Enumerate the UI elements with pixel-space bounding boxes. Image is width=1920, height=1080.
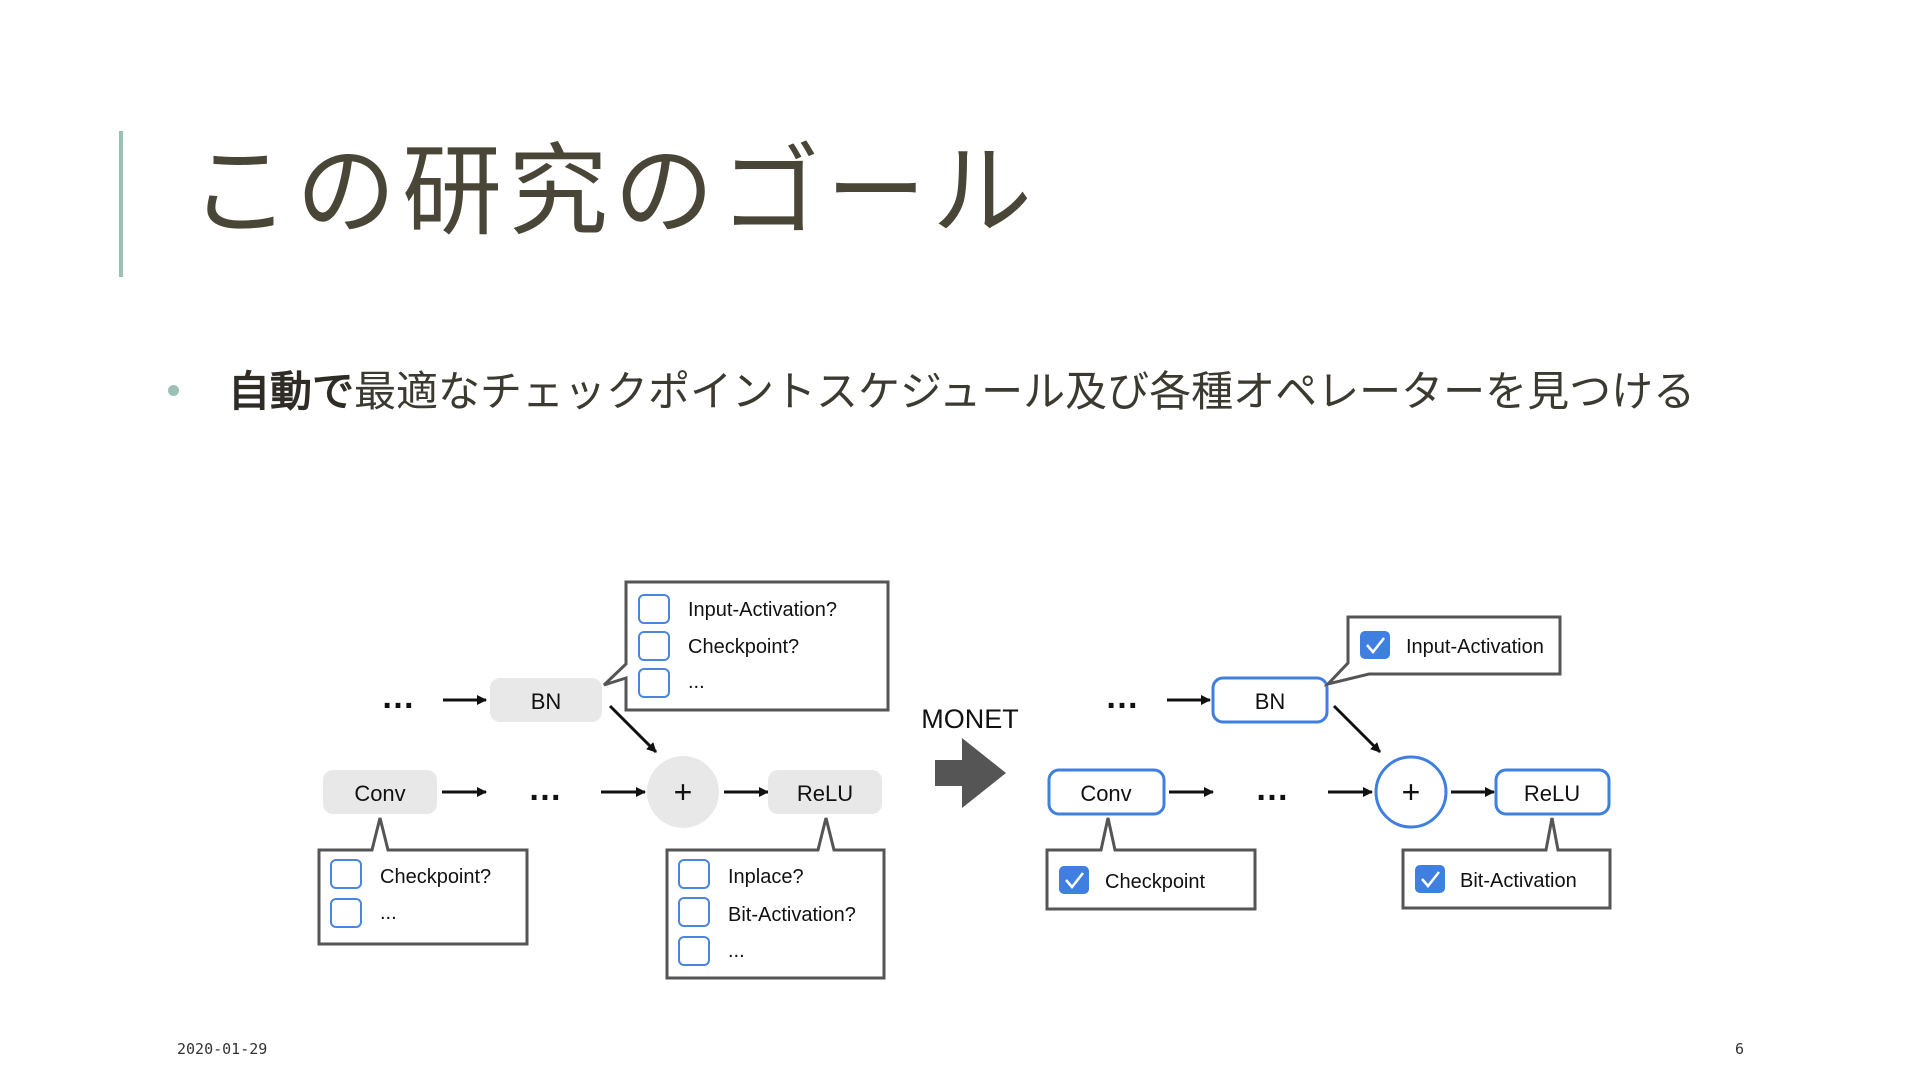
left-relu-checkbox-3[interactable] <box>678 936 710 966</box>
left-arrow-bn-to-plus <box>608 704 658 754</box>
left-bn-option-2: Checkpoint? <box>688 636 799 658</box>
left-plus-label: + <box>674 774 693 810</box>
left-relu-node <box>768 770 882 814</box>
right-ellipsis-bn: … <box>1105 678 1139 716</box>
left-bn-option-1: Input-Activation? <box>688 599 837 621</box>
right-conv-label: Conv <box>1080 781 1131 806</box>
footer-date: 2020-01-29 <box>177 1040 268 1058</box>
bullet-bold-text: 自動で <box>228 367 355 416</box>
title-accent-bar <box>119 131 123 277</box>
left-bn-label: BN <box>531 689 562 714</box>
left-conv-checkbox-2[interactable] <box>330 898 362 928</box>
bullet-item: 自動で最適なチェックポイントスケジュール及び各種オペレーターを見つける <box>168 365 1698 419</box>
left-conv-option-2: ... <box>380 902 397 924</box>
left-bn-checkbox-3[interactable] <box>638 668 670 698</box>
left-bn-option-3: ... <box>688 671 705 693</box>
left-relu-option-3: ... <box>728 940 745 962</box>
left-conv-node <box>323 770 437 814</box>
right-bn-checkbox[interactable] <box>1360 631 1390 659</box>
left-conv-callout <box>317 817 529 946</box>
monet-arrow-icon <box>935 738 1006 808</box>
right-relu-check-icon <box>1421 871 1440 888</box>
right-bn-check-icon <box>1366 637 1385 654</box>
right-conv-checkbox[interactable] <box>1059 866 1089 894</box>
right-conv-option: Checkpoint <box>1105 871 1206 893</box>
left-relu-checkbox-1[interactable] <box>678 859 710 889</box>
right-bn-label: BN <box>1255 689 1286 714</box>
right-conv-node <box>1047 768 1166 816</box>
right-bn-option: Input-Activation <box>1406 636 1544 658</box>
right-plus-node <box>1374 755 1448 829</box>
left-ellipsis-mid: … <box>528 770 562 808</box>
left-conv-checkbox-1[interactable] <box>330 859 362 889</box>
left-bn-node <box>490 678 602 722</box>
left-conv-option-1: Checkpoint? <box>380 866 491 888</box>
page-number: 6 <box>1735 1040 1745 1058</box>
monet-label: MONET <box>921 704 1019 734</box>
bullet-text: 自動で最適なチェックポイントスケジュール及び各種オペレーターを見つける <box>228 365 1698 419</box>
right-relu-checkbox[interactable] <box>1415 865 1445 893</box>
right-relu-label: ReLU <box>1524 781 1580 806</box>
left-relu-callout <box>665 817 886 980</box>
right-ellipsis-mid: … <box>1255 770 1289 808</box>
left-relu-option-2: Bit-Activation? <box>728 904 856 926</box>
left-conv-label: Conv <box>354 781 405 806</box>
left-relu-option-1: Inplace? <box>728 866 804 888</box>
right-relu-node <box>1494 768 1611 816</box>
left-bn-checkbox-2[interactable] <box>638 631 670 661</box>
slide-title: この研究のゴール <box>190 133 1038 250</box>
left-ellipsis-bn: … <box>381 678 415 716</box>
left-plus-node <box>647 756 719 828</box>
right-conv-check-icon <box>1065 872 1084 889</box>
left-bn-checkbox-1[interactable] <box>638 594 670 624</box>
left-relu-label: ReLU <box>797 781 853 806</box>
right-arrow-bn-to-plus <box>1332 704 1382 754</box>
right-bn-node <box>1211 676 1329 724</box>
right-relu-callout <box>1401 817 1612 910</box>
bullet-rest-text: 最適なチェックポイントスケジュール及び各種オペレーターを見つける <box>354 367 1696 416</box>
right-relu-option: Bit-Activation <box>1460 870 1577 892</box>
right-plus-label: + <box>1402 774 1421 810</box>
right-conv-callout <box>1045 817 1257 911</box>
bullet-dot <box>168 385 179 396</box>
left-bn-callout <box>602 580 890 712</box>
left-relu-checkbox-2[interactable] <box>678 897 710 927</box>
